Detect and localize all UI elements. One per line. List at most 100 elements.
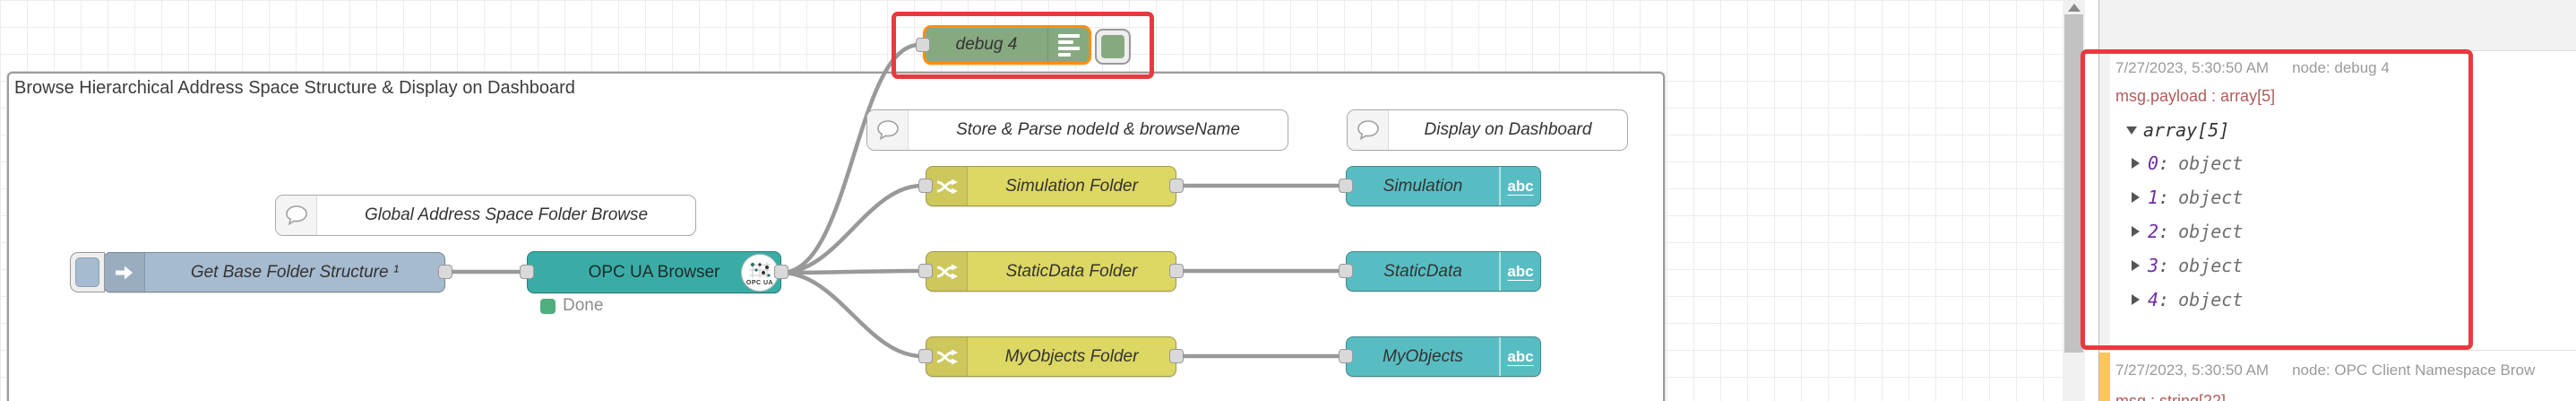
- switch-node-label: StaticData Folder: [1005, 261, 1138, 281]
- switch-node-staticdata[interactable]: StaticData Folder: [926, 251, 1176, 292]
- status-text: Done: [563, 296, 604, 315]
- wire[interactable]: [779, 268, 925, 275]
- chevron-right-icon[interactable]: [2132, 226, 2140, 237]
- wire-layer: [443, 42, 1345, 359]
- message-left-bar-highlight: [2099, 353, 2110, 401]
- debug-message[interactable]: 7/27/2023, 5:30:50 AM node: debug 4 msg.…: [2099, 51, 2576, 350]
- opcua-browser-node[interactable]: OPC UA Browser OPC UA: [527, 251, 781, 293]
- message-timestamp: 7/27/2023, 5:30:50 AM: [2115, 362, 2270, 379]
- abc-icon: abc: [1499, 252, 1540, 291]
- switch-node-simulation[interactable]: Simulation Folder: [926, 166, 1176, 206]
- switch-input-port[interactable]: [918, 179, 933, 193]
- tree-root-row[interactable]: array[5]: [2126, 119, 2229, 141]
- chevron-right-icon[interactable]: [2132, 158, 2140, 169]
- chevron-right-icon[interactable]: [2132, 192, 2140, 203]
- comment-node-global-browse[interactable]: Global Address Space Folder Browse: [275, 195, 696, 236]
- opcua-node-label: OPC UA Browser: [588, 262, 720, 282]
- tree-entry-row[interactable]: 4:object: [2132, 289, 2243, 310]
- group-title: Browse Hierarchical Address Space Struct…: [14, 78, 575, 98]
- debug-sidebar-header: [2099, 0, 2576, 51]
- message-separator: [2099, 350, 2576, 351]
- tree-entry-value: object: [2178, 255, 2244, 276]
- inject-output-port[interactable]: [438, 265, 452, 279]
- inject-button[interactable]: [70, 252, 105, 292]
- wire[interactable]: [779, 42, 922, 275]
- message-left-bar: [2099, 51, 2110, 350]
- comment-label: Global Address Space Folder Browse: [364, 205, 649, 224]
- switch-input-port[interactable]: [918, 349, 933, 363]
- comment-node-display-dashboard[interactable]: Display on Dashboard: [1347, 109, 1628, 151]
- chevron-down-icon[interactable]: [2126, 126, 2137, 135]
- debug-sidebar: 7/27/2023, 5:30:50 AM node: debug 4 msg.…: [2098, 0, 2576, 401]
- tree-entry-key: 4: [2148, 289, 2159, 310]
- switch-node-label: MyObjects Folder: [1004, 346, 1139, 366]
- ui-text-input-port[interactable]: [1339, 179, 1353, 193]
- opcua-badge-label: OPC UA: [745, 279, 774, 286]
- tree-entry-value: object: [2178, 187, 2244, 208]
- inject-node[interactable]: Get Base Folder Structure ¹: [103, 252, 445, 292]
- tree-entry-value: object: [2178, 221, 2244, 242]
- message-node-name: node: OPC Client Namespace Brow: [2292, 362, 2536, 379]
- debug-message[interactable]: 7/27/2023, 5:30:50 AM node: OPC Client N…: [2099, 353, 2576, 401]
- chevron-right-icon[interactable]: [2132, 294, 2140, 305]
- ui-text-node-label: MyObjects: [1383, 346, 1463, 366]
- comment-icon: [867, 110, 909, 150]
- opcua-status: Done: [540, 296, 603, 316]
- tree-entry-key: 0: [2148, 153, 2159, 174]
- switch-node-myobjects[interactable]: MyObjects Folder: [926, 336, 1176, 377]
- tree-entry-value: object: [2178, 289, 2244, 310]
- tree-entry-row[interactable]: 2:object: [2132, 221, 2243, 242]
- debug-node-label: debug 4: [955, 35, 1018, 54]
- ui-text-node-simulation[interactable]: Simulation abc: [1346, 166, 1541, 206]
- message-node-name: node: debug 4: [2292, 59, 2390, 76]
- debug-enable-toggle[interactable]: [1095, 29, 1131, 65]
- switch-icon: [926, 252, 968, 291]
- scrollbar-thumb[interactable]: [2064, 14, 2083, 353]
- switch-output-port[interactable]: [1169, 349, 1184, 363]
- switch-input-port[interactable]: [918, 264, 933, 278]
- debug-node[interactable]: debug 4: [923, 25, 1091, 65]
- switch-output-port[interactable]: [1169, 264, 1184, 278]
- switch-icon: [926, 167, 968, 205]
- comment-icon: [1348, 110, 1389, 150]
- tree-entry-key: 2: [2148, 221, 2159, 242]
- debug-icon: [1047, 28, 1089, 62]
- opcua-logo-badge: OPC UA: [741, 254, 779, 292]
- comment-label: Store & Parse nodeId & browseName: [956, 120, 1240, 139]
- switch-node-label: Simulation Folder: [1005, 176, 1138, 196]
- comment-label: Display on Dashboard: [1424, 120, 1592, 139]
- scrollbar-up-arrow-icon[interactable]: [2063, 0, 2085, 14]
- tree-entry-row[interactable]: 3:object: [2132, 255, 2243, 276]
- chevron-right-icon[interactable]: [2132, 260, 2140, 271]
- tree-entry-key: 1: [2148, 187, 2159, 208]
- tree-entry-key: 3: [2148, 255, 2159, 276]
- message-property[interactable]: msg : string[22]: [2115, 392, 2227, 401]
- wire[interactable]: [779, 270, 925, 359]
- opcua-output-port[interactable]: [774, 265, 788, 279]
- comment-node-store-parse[interactable]: Store & Parse nodeId & browseName: [866, 109, 1288, 151]
- abc-icon: abc: [1499, 337, 1540, 376]
- abc-icon: abc: [1499, 167, 1540, 205]
- tree-entry-row[interactable]: 0:object: [2132, 153, 2243, 174]
- ui-text-node-label: StaticData: [1383, 261, 1462, 281]
- ui-text-input-port[interactable]: [1339, 349, 1353, 363]
- message-property[interactable]: msg.payload : array[5]: [2115, 87, 2276, 105]
- debug-toggle-fill: [1101, 35, 1124, 58]
- annotation-debug-message: [2081, 49, 2473, 350]
- wire[interactable]: [779, 183, 925, 275]
- ui-text-node-myobjects[interactable]: MyObjects abc: [1346, 336, 1541, 377]
- message-timestamp: 7/27/2023, 5:30:50 AM: [2115, 59, 2270, 76]
- switch-output-port[interactable]: [1169, 179, 1184, 193]
- ui-text-node-label: Simulation: [1383, 176, 1463, 196]
- opcua-input-port[interactable]: [520, 265, 534, 279]
- status-dot-icon: [540, 298, 556, 314]
- comment-icon: [276, 196, 317, 235]
- flow-canvas[interactable]: Browse Hierarchical Address Space Struct…: [0, 0, 2063, 401]
- tree-entry-value: object: [2178, 153, 2244, 174]
- ui-text-input-port[interactable]: [1339, 264, 1353, 278]
- tree-root-label: array[5]: [2143, 119, 2230, 141]
- tree-entry-row[interactable]: 1:object: [2132, 187, 2243, 208]
- debug-input-port[interactable]: [916, 38, 930, 52]
- ui-text-node-staticdata[interactable]: StaticData abc: [1346, 251, 1541, 292]
